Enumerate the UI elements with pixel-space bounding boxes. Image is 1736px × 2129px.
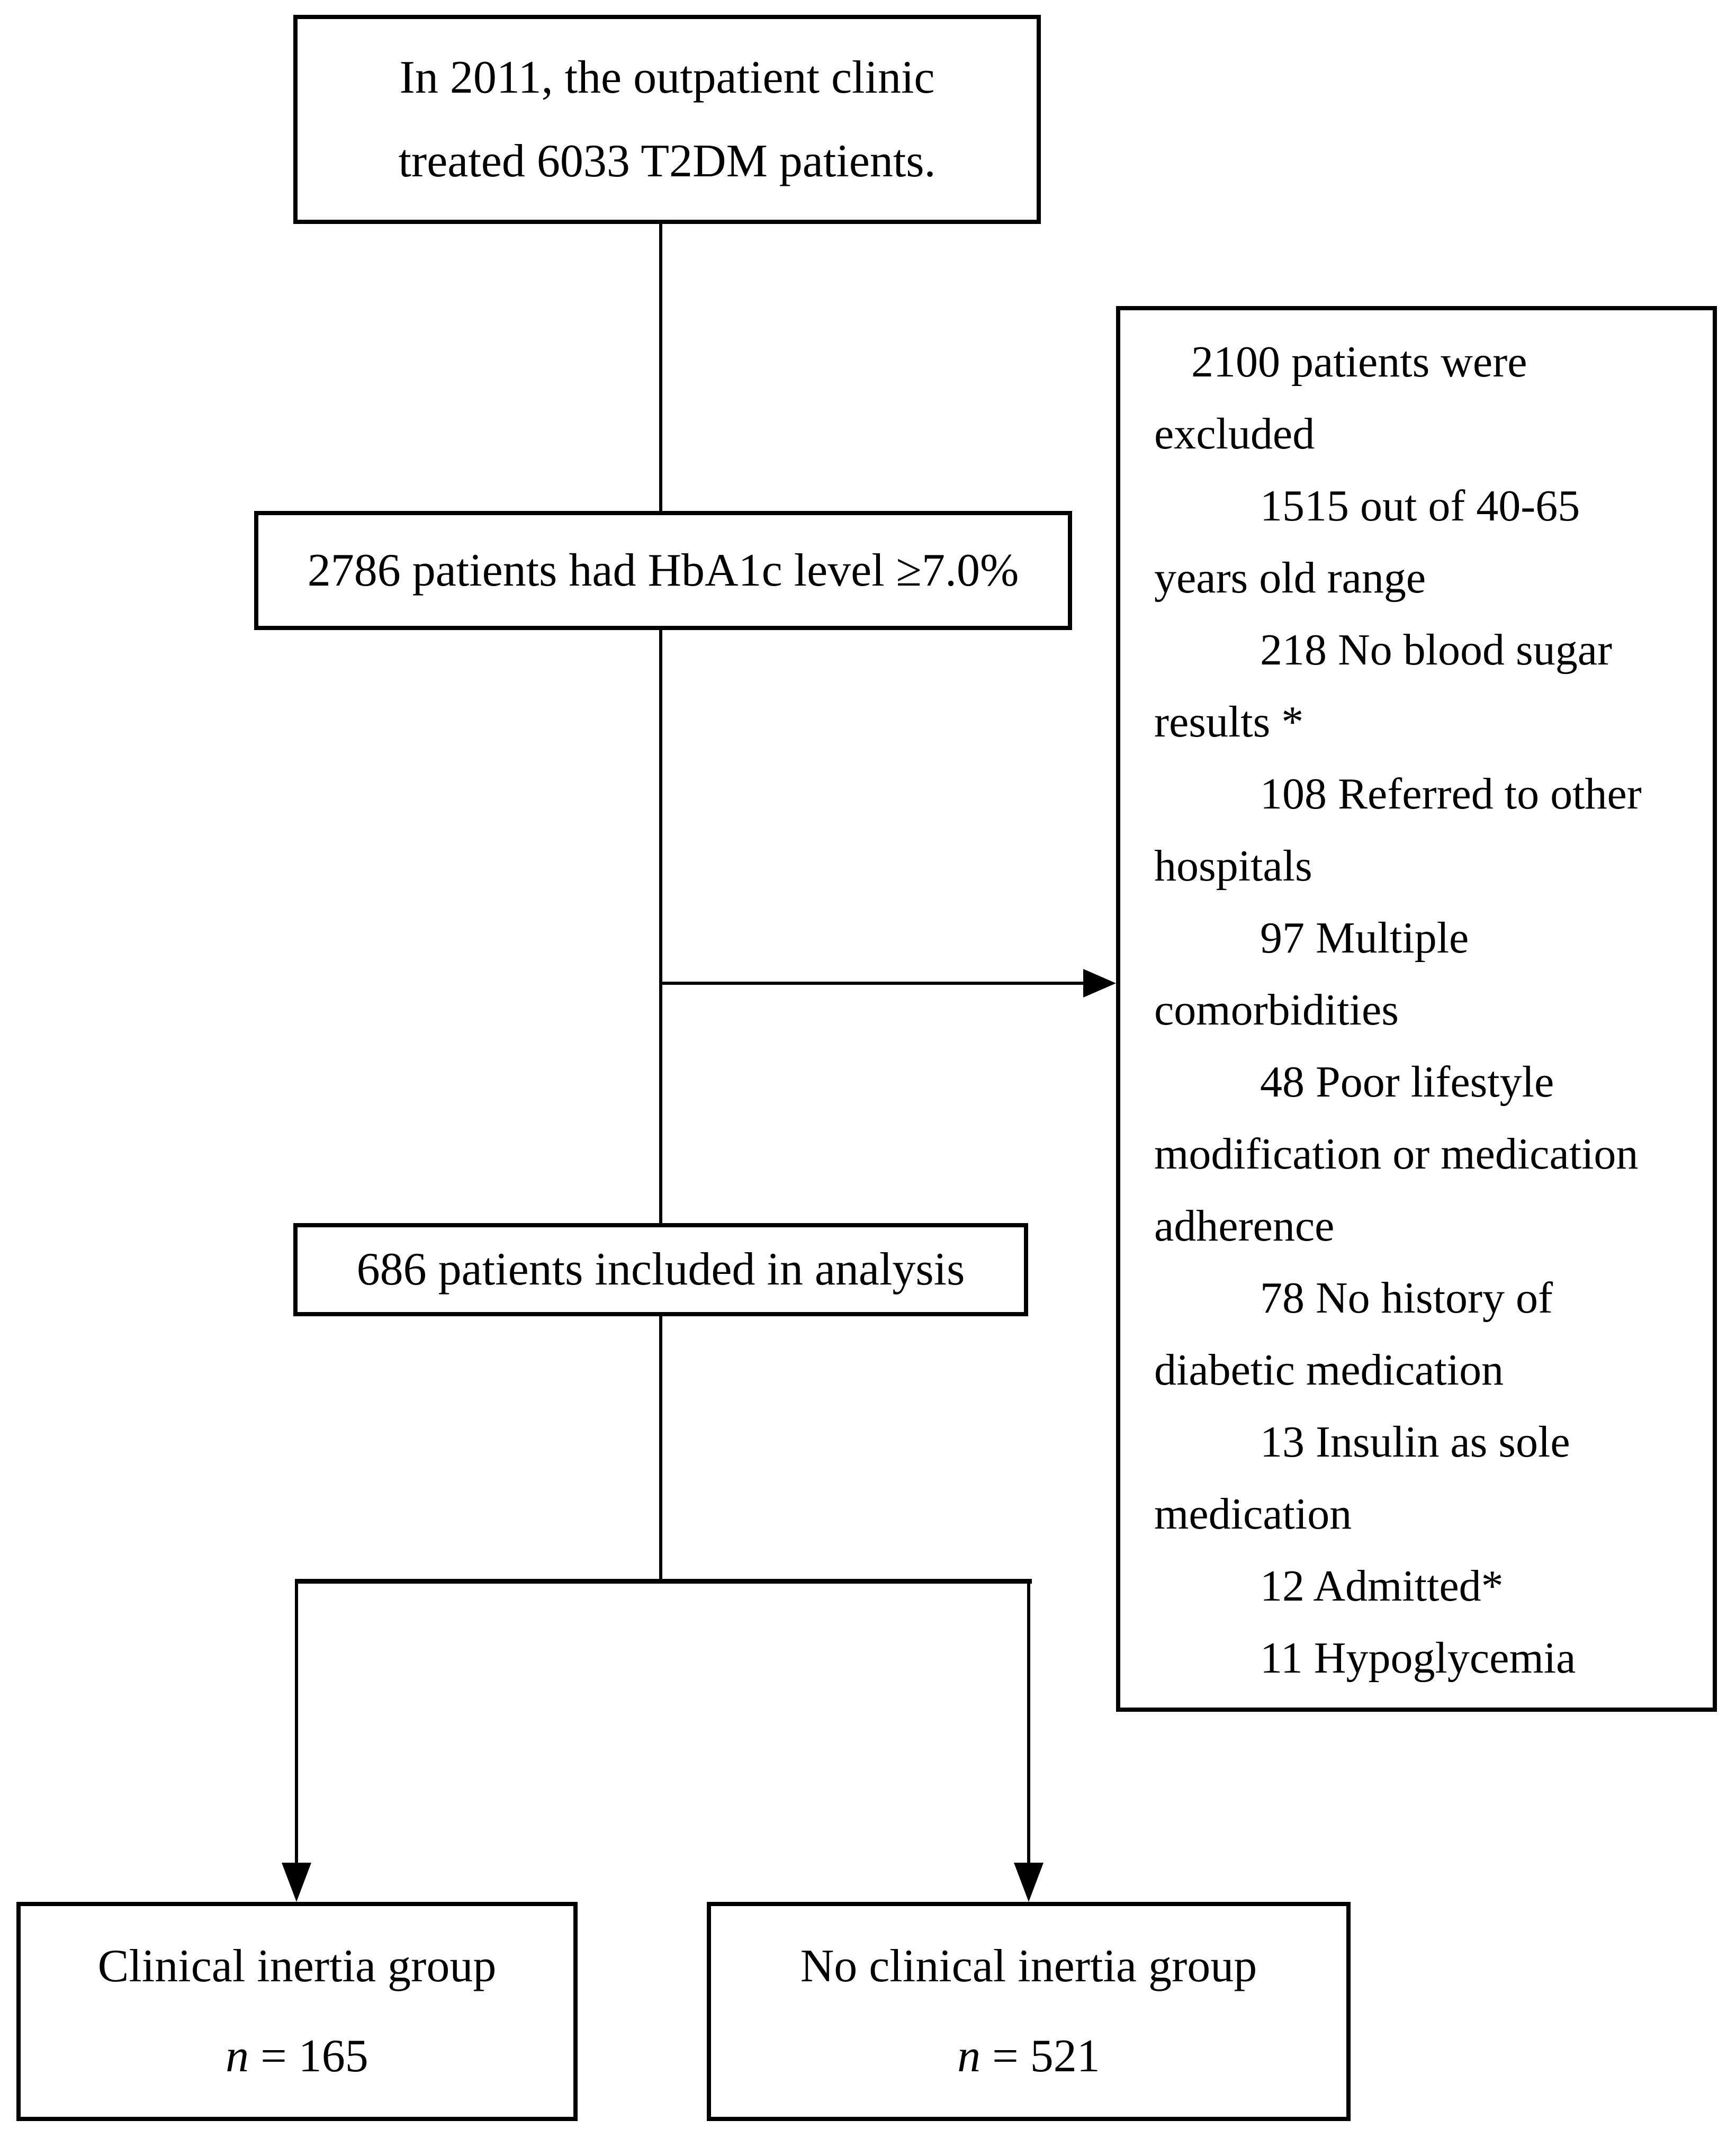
connector-analysis-to-branch xyxy=(659,1314,662,1583)
connector-branch-to-no-clinical-inertia xyxy=(1027,1582,1030,1865)
box-exclusions: 2100 patients were excluded 1515 out of 40… xyxy=(1116,306,1717,1712)
analysis-text: 686 patients included in analysis xyxy=(356,1244,965,1295)
exclusion-line: 218 No blood sugar xyxy=(1260,625,1612,675)
exclusion-line: 2100 patients were xyxy=(1191,337,1527,387)
exclusion-line: results * xyxy=(1154,697,1304,747)
n-symbol: n xyxy=(957,2031,981,2082)
box-included-in-analysis: 686 patients included in analysis xyxy=(293,1223,1028,1316)
no-clinical-inertia-count: n = 521 xyxy=(957,2011,1100,2101)
n-symbol: n xyxy=(226,2031,249,2082)
clinical-inertia-count: n = 165 xyxy=(226,2011,368,2101)
clinical-inertia-title: Clinical inertia group xyxy=(97,1941,497,1992)
exclusion-line: 13 Insulin as sole xyxy=(1260,1417,1570,1467)
exclusion-line: modification or medication xyxy=(1154,1129,1639,1179)
no-clinical-inertia-title: No clinical inertia group xyxy=(800,1941,1257,1992)
arrowhead-right-icon xyxy=(1083,969,1116,998)
connector-top-to-hba1c xyxy=(659,221,662,514)
exclusion-line: diabetic medication xyxy=(1154,1345,1504,1395)
exclusion-line: 48 Poor lifestyle xyxy=(1260,1057,1554,1107)
box-clinical-inertia-group: Clinical inertia group n = 165 xyxy=(16,1902,578,2121)
box-hba1c-eligible: 2786 patients had HbA1c level ≥7.0% xyxy=(254,511,1072,630)
hba1c-text: 2786 patients had HbA1c level ≥7.0% xyxy=(307,544,1019,596)
exclusion-line: 108 Referred to other xyxy=(1260,769,1642,819)
connector-hba1c-to-analysis xyxy=(659,627,662,1226)
exclusion-line: 1515 out of 40-65 xyxy=(1260,481,1580,531)
exclusion-line: excluded xyxy=(1154,409,1315,459)
initial-population-line-1: In 2011, the outpatient clinic xyxy=(399,51,935,103)
box-no-clinical-inertia-group: No clinical inertia group n = 521 xyxy=(707,1902,1351,2121)
n-equals-value: = 521 xyxy=(981,2031,1100,2082)
exclusion-line: 12 Admitted* xyxy=(1260,1561,1504,1611)
connector-branch-to-clinical-inertia xyxy=(295,1582,298,1865)
exclusion-line: 78 No history of xyxy=(1260,1273,1553,1323)
exclusion-line: hospitals xyxy=(1154,841,1312,891)
exclusion-line: years old range xyxy=(1154,553,1426,603)
box-initial-population: In 2011, the outpatient clinic treated 6… xyxy=(293,15,1041,224)
connector-to-exclusions xyxy=(659,982,1085,985)
exclusion-line: comorbidities xyxy=(1154,985,1399,1035)
exclusion-line: 97 Multiple xyxy=(1260,913,1469,963)
initial-population-line-2: treated 6033 T2DM patients. xyxy=(398,135,936,187)
arrowhead-down-icon xyxy=(1014,1863,1044,1902)
branch-horizontal-line xyxy=(295,1579,1032,1584)
exclusion-line: 11 Hypoglycemia xyxy=(1260,1633,1576,1683)
exclusion-line: adherence xyxy=(1154,1201,1335,1251)
arrowhead-down-icon xyxy=(282,1863,311,1902)
exclusion-line: medication xyxy=(1154,1489,1352,1539)
n-equals-value: = 165 xyxy=(249,2031,368,2082)
